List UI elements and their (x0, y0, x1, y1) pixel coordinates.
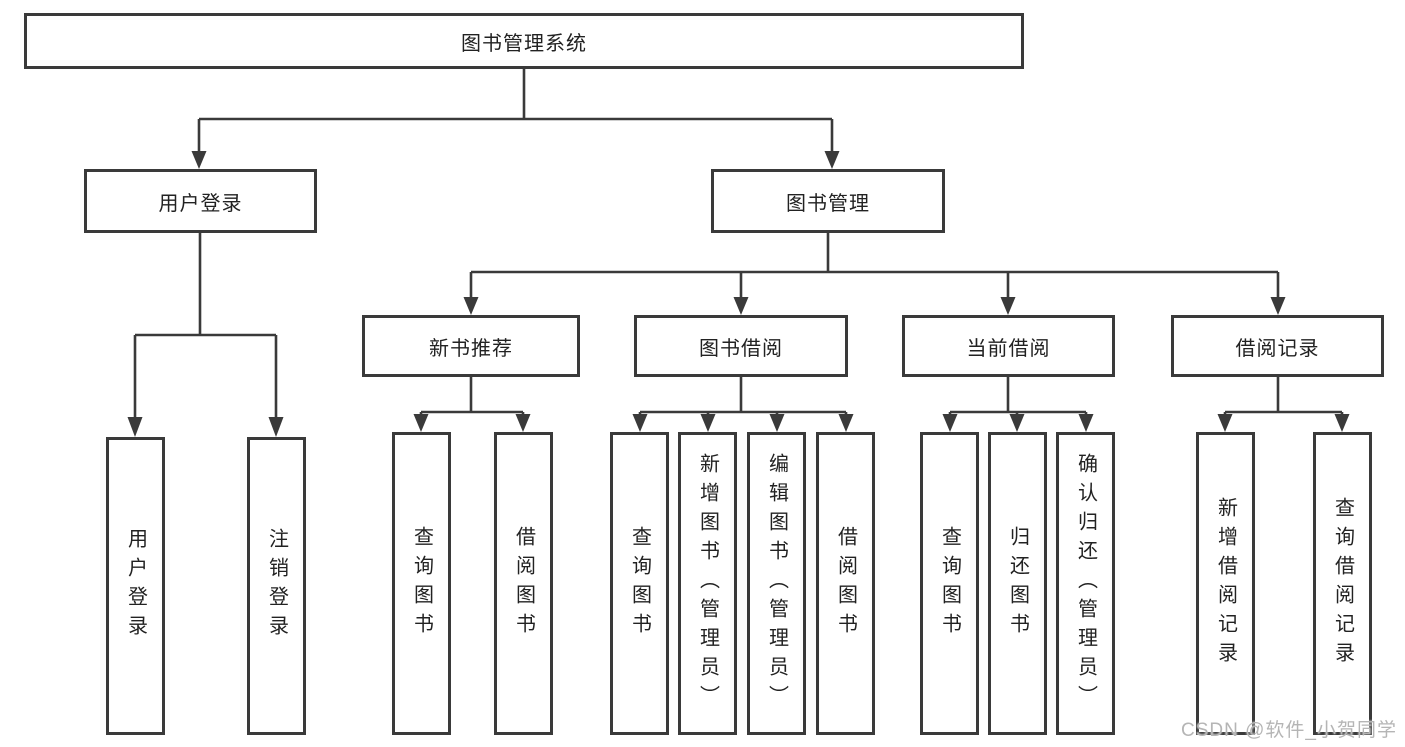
leaf-borrow-books: 借阅图书 (816, 432, 875, 735)
leaf-logout-label: 注销登录 (265, 528, 288, 644)
leaf-borrow-books-recommend: 借阅图书 (494, 432, 553, 735)
leaf-borrow-books-recommend-label: 借阅图书 (512, 525, 535, 642)
leaf-query-borrow-record: 查询借阅记录 (1313, 432, 1372, 735)
node-user-login: 用户登录 (84, 169, 317, 233)
leaf-query-books-current: 查询图书 (920, 432, 979, 735)
leaf-confirm-return-admin: 确认归还（管理员） (1056, 432, 1115, 735)
leaf-borrow-books-label: 借阅图书 (834, 525, 857, 642)
node-current-borrow: 当前借阅 (902, 315, 1115, 377)
leaf-query-books-current-label: 查询图书 (938, 525, 961, 642)
leaf-edit-book-admin: 编辑图书（管理员） (747, 432, 806, 735)
node-new-book-recommend: 新书推荐 (362, 315, 580, 377)
node-current-borrow-label: 当前借阅 (966, 337, 1051, 360)
node-borrow-records-label: 借阅记录 (1235, 337, 1320, 360)
leaf-user-login-label: 用户登录 (124, 528, 147, 644)
node-root-system: 图书管理系统 (24, 13, 1024, 69)
node-book-management: 图书管理 (711, 169, 945, 233)
leaf-add-book-admin-label: 新增图书（管理员） (696, 453, 719, 714)
leaf-return-book-label: 归还图书 (1006, 525, 1029, 642)
csdn-watermark: CSDN @软件_小贺同学 (1181, 720, 1397, 741)
leaf-query-books-borrow-label: 查询图书 (628, 525, 651, 642)
leaf-add-borrow-record-label: 新增借阅记录 (1214, 496, 1237, 671)
node-book-management-label: 图书管理 (786, 192, 870, 215)
leaf-confirm-return-admin-label: 确认归还（管理员） (1074, 453, 1097, 714)
leaf-query-borrow-record-label: 查询借阅记录 (1331, 496, 1354, 671)
node-user-login-label: 用户登录 (158, 192, 243, 215)
leaf-query-books-borrow: 查询图书 (610, 432, 669, 735)
leaf-logout: 注销登录 (247, 437, 306, 735)
leaf-edit-book-admin-label: 编辑图书（管理员） (765, 453, 788, 714)
leaf-query-books-recommend: 查询图书 (392, 432, 451, 735)
leaf-add-book-admin: 新增图书（管理员） (678, 432, 737, 735)
node-book-borrow-label: 图书借阅 (699, 337, 783, 360)
leaf-return-book: 归还图书 (988, 432, 1047, 735)
leaf-add-borrow-record: 新增借阅记录 (1196, 432, 1255, 735)
node-borrow-records: 借阅记录 (1171, 315, 1384, 377)
node-book-borrow: 图书借阅 (634, 315, 848, 377)
node-new-book-recommend-label: 新书推荐 (429, 337, 513, 360)
leaf-query-books-recommend-label: 查询图书 (410, 525, 433, 642)
leaf-user-login: 用户登录 (106, 437, 165, 735)
node-root-system-label: 图书管理系统 (461, 32, 587, 55)
